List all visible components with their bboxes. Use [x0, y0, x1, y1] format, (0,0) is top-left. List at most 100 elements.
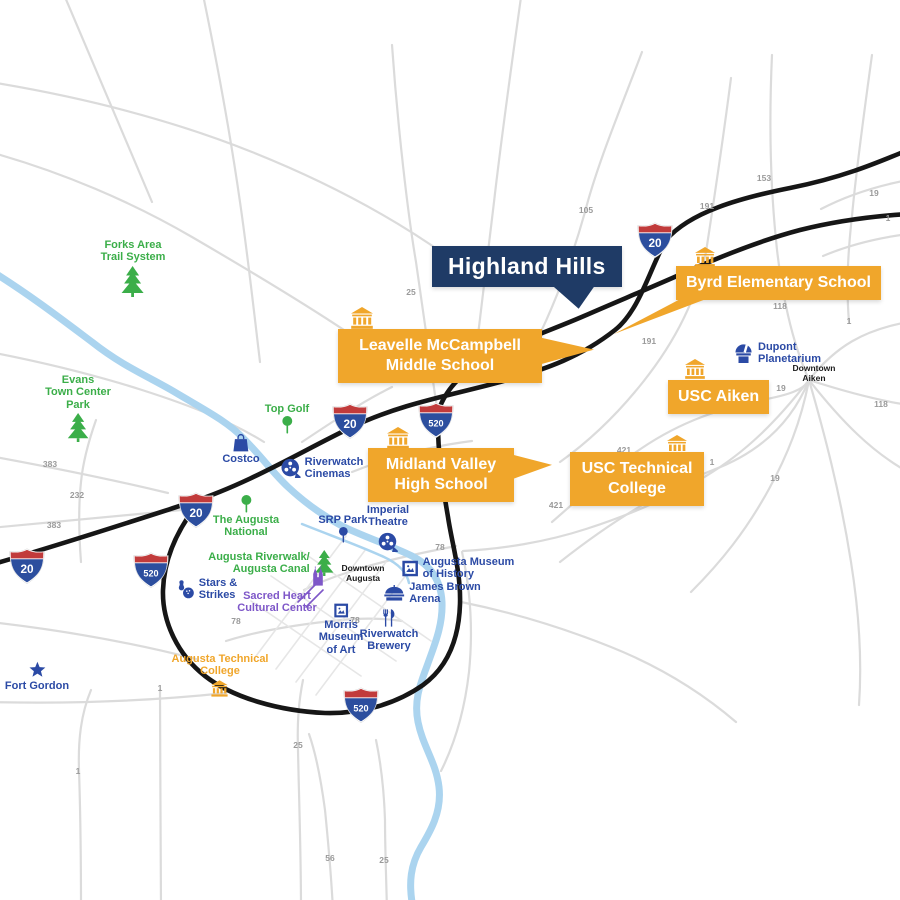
road-number-label: 25	[406, 287, 416, 297]
poi-label: Augusta Museum of History	[423, 556, 515, 581]
poi-the-augusta-national: The Augusta National	[213, 495, 279, 539]
school-building-icon	[211, 679, 229, 697]
label-line: Trail System	[100, 251, 166, 264]
callout-label: College	[608, 480, 666, 497]
label-line: Brewery	[367, 640, 411, 653]
label-line: Theatre	[368, 516, 408, 529]
label-line: Riverwatch	[359, 628, 419, 640]
label-line: Augusta	[346, 572, 380, 583]
poi-james-brown-arena: James Brown Arena	[383, 581, 481, 606]
school-building-icon	[684, 359, 706, 379]
callout-label: High School	[394, 476, 488, 493]
interstate-20-shield: 20	[9, 548, 45, 584]
road-number-label: 153	[756, 173, 772, 183]
poi-riverwatch-brewery: Riverwatch Brewery	[360, 609, 419, 653]
poi-label: Augusta Riverwalk/ Augusta Canal	[208, 551, 309, 576]
label-line: Riverwatch	[304, 456, 364, 468]
interstate-20-shield: 20	[332, 403, 368, 439]
poi-label: Imperial Theatre	[367, 504, 409, 529]
road-number-label: 1	[709, 457, 715, 467]
poi-srp-park: SRP Park	[318, 514, 368, 543]
poi-label: Stars & Strikes	[199, 577, 238, 602]
label-line: Planetarium	[758, 353, 821, 366]
poi-label: Fort Gordon	[5, 680, 69, 692]
road-number-label: 191	[699, 201, 715, 211]
observatory-icon	[733, 344, 754, 363]
bowling-icon	[175, 580, 195, 599]
road-number-label: 78	[435, 542, 445, 552]
callout-label: Byrd Elementary School	[686, 274, 871, 291]
label-line: Cinemas	[304, 468, 351, 481]
interstate-20-shield: 20	[178, 492, 214, 528]
poi-fort-gordon: Fort Gordon	[5, 661, 69, 692]
label-line: James Brown	[409, 581, 481, 593]
poi-label: SRP Park	[318, 514, 367, 526]
road-number-label: 1	[157, 683, 163, 693]
shield-number: 520	[143, 568, 158, 578]
picture-frame-icon	[334, 603, 349, 618]
poi-label: Morris Museum of Art	[319, 619, 364, 656]
poi-augusta-museum-of-history: Augusta Museum of History	[402, 556, 515, 581]
tree-icon	[314, 550, 336, 576]
usc-aiken-callout: USC Aiken	[668, 380, 770, 414]
picture-frame-icon	[402, 560, 419, 577]
label-line: Augusta Canal	[232, 563, 310, 575]
label-line: Costco	[222, 453, 260, 465]
road-number-label: 25	[379, 855, 389, 865]
poi-riverwatch-cinemas: Riverwatch Cinemas	[281, 456, 364, 481]
poi-label: Riverwatch Brewery	[360, 628, 419, 653]
label-line: Evans	[61, 374, 95, 386]
poi-forks-area-trail-system: Forks Area Trail System	[100, 239, 166, 297]
road-number-label: 383	[42, 459, 58, 469]
highland-hills-label: Highland Hills	[448, 253, 606, 279]
road-number-label: 78	[350, 615, 360, 625]
poi-label: Evans Town Center Park	[45, 374, 111, 411]
road-number-label: 118	[874, 399, 888, 409]
road-number-label: 19	[776, 383, 786, 393]
label-line: Stars &	[198, 577, 238, 589]
interstate-520-shield: 520	[343, 687, 379, 723]
road-number-label: 383	[46, 520, 62, 530]
label-line: Strikes	[198, 589, 236, 602]
poi-stars-and-strikes: Stars & Strikes	[175, 577, 238, 602]
interstate-20-shield: 20	[637, 222, 673, 258]
shield-number: 520	[428, 418, 443, 428]
byrd-elementary-callout: Byrd Elementary School	[614, 266, 881, 334]
poi-label: James Brown Arena	[409, 581, 481, 606]
star-icon	[29, 661, 46, 678]
poi-morris-museum-of-art: Morris Museum of Art	[319, 603, 364, 656]
school-building-icon	[386, 427, 410, 449]
map-pin-icon	[282, 416, 293, 434]
road-number-label: 1	[75, 766, 81, 776]
label-line: Sacred Heart	[243, 590, 311, 602]
poi-augusta-technical-college: Augusta Technical College	[172, 653, 269, 697]
road-number-label: 232	[69, 490, 85, 500]
poi-label: Riverwatch Cinemas	[305, 456, 364, 481]
poi-label: The Augusta National	[213, 514, 279, 539]
road-number-label: 19	[869, 188, 879, 198]
road-number-label: 421	[548, 500, 564, 510]
poi-label: Sacred Heart Cultural Center	[237, 590, 316, 615]
callout-label: Leavelle McCampbell	[359, 337, 521, 354]
poi-label: Top Golf	[265, 403, 309, 415]
poi-label: Augusta Technical College	[172, 653, 269, 678]
road-number-label: 25	[293, 740, 303, 750]
poi-top-golf: Top Golf	[265, 403, 309, 434]
road-number-label: 118	[773, 301, 787, 311]
label-line: Park	[66, 398, 90, 411]
church-icon	[310, 566, 326, 586]
poi-label: Dupont Planetarium	[758, 341, 821, 366]
label-line: of Art	[326, 643, 356, 656]
label-line: Cultural Center	[237, 602, 317, 615]
road-number-label: 105	[578, 205, 594, 215]
shield-number: 20	[189, 506, 203, 520]
label-line: Top Golf	[264, 403, 310, 415]
usc-technical-college-callout: USC Technical College	[570, 452, 704, 506]
interstate-520-shield: 520	[418, 402, 454, 438]
poi-augusta-riverwalk-canal: Augusta Riverwalk/ Augusta Canal	[208, 550, 335, 576]
poi-label: Downtown Augusta	[342, 563, 385, 583]
shield-number: 20	[648, 236, 662, 250]
label-line: Downtown	[792, 363, 836, 373]
